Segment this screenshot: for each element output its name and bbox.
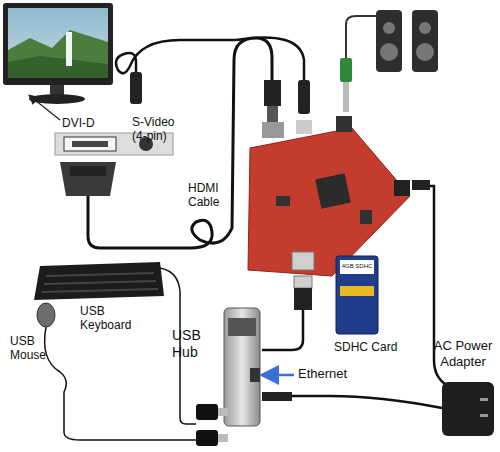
dvi-plug xyxy=(60,162,116,196)
ac-adapter xyxy=(442,382,494,436)
usb-hub xyxy=(224,308,260,426)
screen-waterfall xyxy=(66,32,72,66)
svideo-plug xyxy=(298,80,310,114)
part-label: SDHC Card xyxy=(334,340,414,354)
part-label: Ethernet xyxy=(298,366,368,382)
audio-cable xyxy=(346,16,376,60)
chip xyxy=(360,210,372,224)
monitor-neck xyxy=(50,85,64,95)
power-plug xyxy=(412,180,430,190)
hdmi-cable xyxy=(88,38,272,248)
sd-card-stripe xyxy=(340,286,374,296)
sd-card xyxy=(336,256,378,334)
part-label: USB Hub xyxy=(172,327,212,361)
speaker-cone xyxy=(416,43,434,61)
ferrite-core xyxy=(196,430,218,446)
usb-plug-metal xyxy=(218,408,228,416)
ferrite-core xyxy=(196,404,218,420)
usb-jack xyxy=(292,252,314,270)
monitor-screen xyxy=(8,8,108,78)
dvi-port xyxy=(64,137,116,151)
audio-jack xyxy=(336,116,352,132)
chip xyxy=(276,196,290,206)
audio-plug xyxy=(340,58,352,82)
speaker-cone xyxy=(380,43,398,61)
processor-chip xyxy=(315,173,351,209)
usb-mouse xyxy=(37,303,55,327)
pointer-arrow xyxy=(30,96,60,120)
speaker-cone xyxy=(419,22,431,34)
svideo-cable xyxy=(236,38,304,81)
screen-meadow xyxy=(8,56,108,78)
circuit-board xyxy=(248,128,410,276)
svideo-jack xyxy=(296,120,312,134)
ethernet-arrow xyxy=(264,374,294,377)
usb-plug xyxy=(294,288,312,310)
dvi-plug-face xyxy=(70,166,106,176)
key-row xyxy=(44,281,156,284)
sd-card-label xyxy=(340,260,374,274)
part-label: USB Mouse xyxy=(10,334,50,363)
power-plug xyxy=(262,392,292,401)
power-jack xyxy=(394,180,410,196)
audio-plug-tip xyxy=(343,82,349,112)
usb-plug-metal xyxy=(218,434,228,442)
part-label: USB Keyboard xyxy=(80,304,140,333)
dvi-pins xyxy=(72,141,108,147)
usb-plug-metal xyxy=(294,276,312,288)
speaker-cone xyxy=(383,22,395,34)
speaker xyxy=(412,10,438,72)
ethernet-port xyxy=(250,368,260,382)
hdmi-jack xyxy=(262,122,284,138)
part-label: S-Video (4-pin) xyxy=(132,115,182,144)
key-row xyxy=(46,273,154,276)
hub-label xyxy=(228,318,256,336)
usb-keyboard xyxy=(34,262,164,300)
part-label: 4GB SDHC xyxy=(340,263,374,270)
part-label: AC Power Adapter xyxy=(432,338,494,369)
part-label: HDMI Cable xyxy=(188,181,228,210)
adapter-prong xyxy=(480,414,488,417)
speaker xyxy=(376,10,402,72)
monitor-frame xyxy=(3,3,113,85)
adapter-prong xyxy=(480,398,488,401)
part-label: DVI-D xyxy=(62,116,112,130)
svideo-plug xyxy=(130,72,142,104)
svideo-cable xyxy=(116,40,236,73)
usb-cable xyxy=(262,310,303,350)
key-row xyxy=(42,289,158,292)
screen-hills xyxy=(8,30,108,78)
power-cable xyxy=(292,396,442,408)
hdmi-plug xyxy=(264,80,281,106)
